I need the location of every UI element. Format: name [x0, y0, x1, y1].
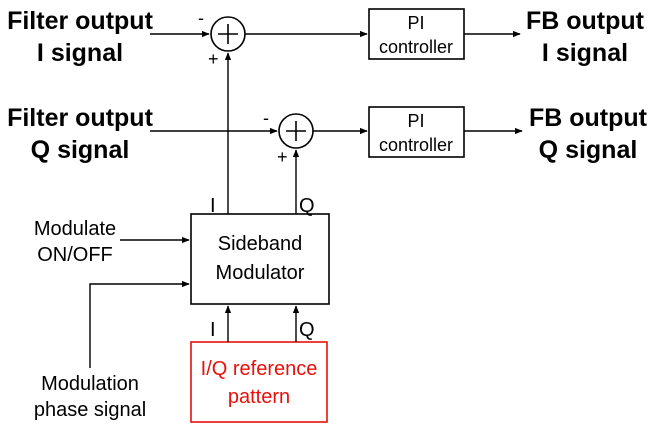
sideband-modulator-line2: Modulator	[216, 262, 305, 284]
input-label-filter-q-line2: Q signal	[31, 136, 130, 164]
pi-controller-i-line1: PI	[407, 13, 424, 33]
output-label-fb-i-line1: FB output	[526, 7, 645, 35]
iq-reference-pattern-block	[190, 341, 328, 423]
wire-modulation-phase	[89, 280, 190, 368]
input-label-phase-line2: phase signal	[34, 399, 146, 421]
reference-output-i-label: I	[210, 319, 216, 341]
input-label-filter-q-line1: Filter output	[7, 104, 153, 132]
pi-controller-q-block	[368, 106, 465, 158]
modulator-output-q-label: Q	[299, 195, 315, 217]
output-label-fb-q-line1: FB output	[529, 104, 648, 132]
summing-i-plus-sign: +	[208, 49, 219, 69]
sideband-modulator-line1: Sideband	[218, 233, 303, 255]
pi-controller-q-line2: controller	[379, 135, 453, 155]
output-label-fb-q-line2: Q signal	[539, 136, 638, 164]
summing-q-minus-sign: -	[263, 108, 269, 128]
input-label-phase-line1: Modulation	[41, 373, 139, 395]
input-label-filter-i-line2: I signal	[37, 39, 123, 67]
reference-output-q-label: Q	[299, 319, 315, 341]
output-label-fb-i-line2: I signal	[542, 39, 628, 67]
sideband-modulator-block	[190, 213, 330, 305]
summing-q-plus-sign: +	[277, 147, 288, 167]
pi-controller-q-line1: PI	[407, 111, 424, 131]
iq-reference-pattern-line1: I/Q reference	[201, 358, 318, 380]
pi-controller-i-line2: controller	[379, 37, 453, 57]
input-label-modulate-line1: Modulate	[34, 218, 116, 240]
input-label-modulate-line2: ON/OFF	[37, 244, 113, 266]
iq-reference-pattern-line2: pattern	[228, 386, 290, 408]
input-label-filter-i-line1: Filter output	[7, 7, 153, 35]
summing-i-minus-sign: -	[198, 8, 204, 28]
modulator-output-i-label: I	[210, 195, 216, 217]
